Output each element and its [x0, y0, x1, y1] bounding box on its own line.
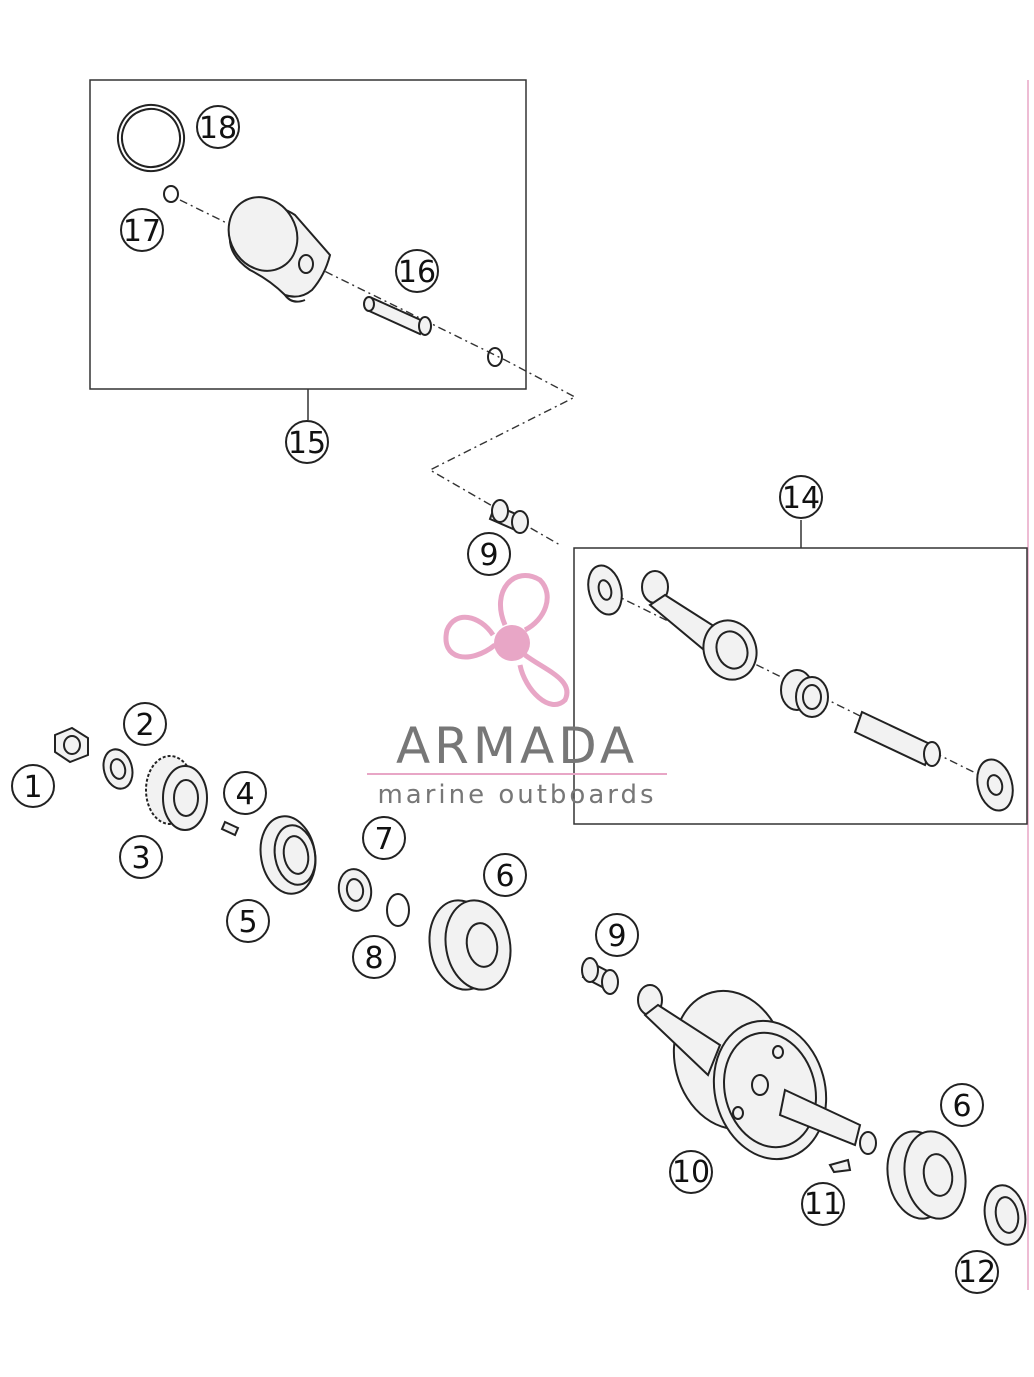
svg-text:17: 17	[123, 214, 161, 249]
piston	[227, 196, 332, 303]
callout-4: 4	[223, 771, 267, 815]
svg-text:18: 18	[199, 111, 237, 146]
circlip-right	[487, 347, 503, 367]
svg-text:1: 1	[23, 770, 42, 805]
washer-2	[102, 748, 134, 790]
piston-pin-16	[363, 296, 432, 336]
piston-ring-18-inner	[121, 108, 181, 168]
svg-text:9: 9	[607, 919, 626, 954]
svg-text:16: 16	[398, 255, 436, 290]
callout-5: 5	[226, 899, 270, 943]
callout-18: 18	[196, 105, 240, 149]
woodruff-key-4	[220, 820, 240, 837]
callout-7: 7	[362, 816, 406, 860]
thrust-washer-right	[976, 758, 1014, 812]
washer-7	[337, 868, 373, 912]
thrust-washer-left	[587, 564, 623, 616]
circlip-17	[163, 185, 179, 203]
svg-text:15: 15	[288, 426, 326, 461]
callout-8: 8	[352, 935, 396, 979]
crankshaft-10	[637, 984, 877, 1161]
ring-8	[386, 893, 410, 927]
callout-6-right: 6	[940, 1083, 984, 1127]
svg-text:14: 14	[782, 481, 820, 516]
svg-text:10: 10	[672, 1155, 710, 1190]
gear-3	[145, 755, 208, 831]
svg-text:3: 3	[131, 841, 150, 876]
needle-bearing-9-lower	[581, 957, 619, 995]
callout-9-upper: 9	[467, 532, 511, 576]
needle-bearing-9-upper	[488, 499, 529, 534]
svg-text:7: 7	[374, 822, 393, 857]
assembly-axis-upper	[179, 199, 577, 546]
callout-6-left: 6	[483, 853, 527, 897]
svg-text:4: 4	[235, 777, 254, 812]
callout-12: 12	[955, 1250, 999, 1294]
svg-text:6: 6	[952, 1089, 971, 1124]
ball-bearing-6-left	[428, 899, 512, 991]
armada-logo: ARMADA marine outboards	[367, 573, 667, 810]
callout-14: 14	[779, 475, 823, 519]
callout-11: 11	[801, 1182, 845, 1226]
svg-text:12: 12	[958, 1255, 996, 1290]
connecting-rod	[641, 570, 758, 681]
svg-text:11: 11	[804, 1187, 842, 1222]
svg-text:8: 8	[364, 941, 383, 976]
svg-text:2: 2	[135, 708, 154, 743]
woodruff-key-11	[828, 1158, 852, 1174]
callout-1: 1	[11, 764, 55, 808]
svg-text:9: 9	[479, 538, 498, 573]
logo-subtitle: marine outboards	[377, 780, 656, 810]
piston-ring-18	[117, 104, 185, 172]
propeller-icon	[443, 573, 570, 707]
callout-2: 2	[123, 702, 167, 746]
oil-seal-5	[259, 815, 317, 895]
callout-17: 17	[120, 208, 164, 252]
svg-text:5: 5	[238, 905, 257, 940]
callout-9-lower: 9	[595, 913, 639, 957]
ball-bearing-6-right	[886, 1130, 967, 1220]
callout-15: 15	[285, 420, 329, 464]
big-end-bearing	[780, 669, 829, 718]
logo-title: ARMADA	[396, 717, 638, 775]
nut-1	[54, 726, 89, 764]
callout-3: 3	[119, 835, 163, 879]
callout-10: 10	[669, 1150, 713, 1194]
callout-16: 16	[395, 249, 439, 293]
svg-text:6: 6	[495, 859, 514, 894]
crank-pin	[853, 710, 941, 767]
oil-seal-12	[983, 1184, 1027, 1246]
